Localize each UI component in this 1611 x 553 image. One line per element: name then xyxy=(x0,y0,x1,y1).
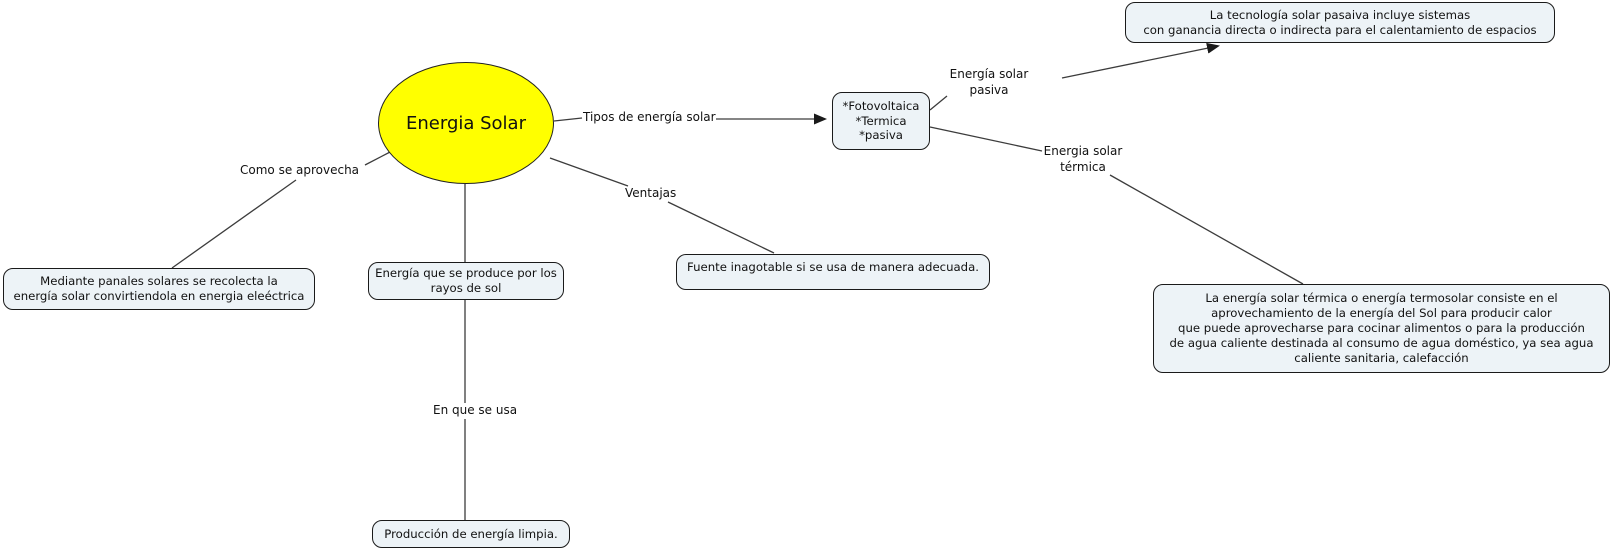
node-ventaja[interactable]: Fuente inagotable si se usa de manera ad… xyxy=(676,254,990,290)
connector xyxy=(1061,42,1220,79)
connector xyxy=(667,201,775,254)
root-node-energia-solar[interactable]: Energia Solar xyxy=(378,62,554,184)
root-node-label: Energia Solar xyxy=(406,112,526,134)
connector xyxy=(1109,174,1304,285)
connector xyxy=(549,157,629,187)
connector xyxy=(553,117,583,122)
link-label-energia-solar-termica[interactable]: Energia solar térmica xyxy=(1043,144,1123,174)
node-como-se-aprovecha[interactable]: Mediante panales solares se recolecta la… xyxy=(3,268,315,310)
link-label-en-que-se-usa[interactable]: En que se usa xyxy=(430,403,521,419)
link-label-tipos-de-energia-solar[interactable]: Tipos de energía solar xyxy=(583,110,716,124)
link-label-como-se-aprovecha[interactable]: Como se aprovecha xyxy=(240,163,360,177)
connector xyxy=(929,95,948,111)
node-tipos[interactable]: *Fotovoltaica *Termica *pasiva xyxy=(832,92,930,150)
node-uso[interactable]: Producción de energía limpia. xyxy=(372,520,570,548)
connector xyxy=(171,179,297,269)
node-pasiva-info[interactable]: La tecnología solar pasaiva incluye sist… xyxy=(1125,2,1555,43)
link-label-energia-solar-pasiva[interactable]: Energía solar pasiva xyxy=(949,67,1029,97)
connector xyxy=(364,150,393,166)
node-definicion[interactable]: Energía que se produce por los rayos de … xyxy=(368,262,564,300)
connector xyxy=(929,126,1043,152)
link-label-ventajas[interactable]: Ventajas xyxy=(625,186,677,200)
node-termica-info[interactable]: La energía solar térmica o energía termo… xyxy=(1153,284,1610,373)
